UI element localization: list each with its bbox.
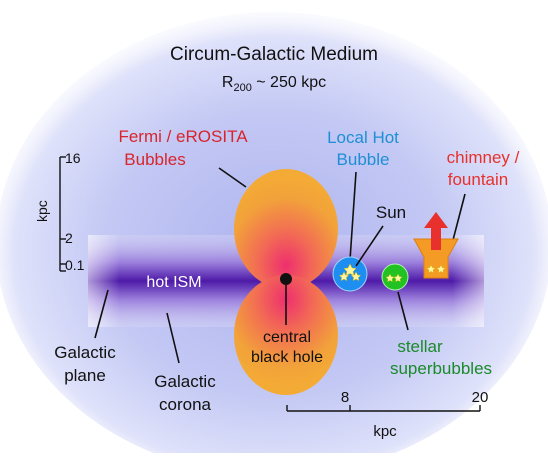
central-label-line2: black hole (251, 349, 323, 366)
stellar-label-line2: superbubbles (390, 359, 492, 378)
chimney-label-line1: chimney / (447, 148, 520, 167)
local-pointer (349, 171, 357, 261)
plane-label-line1: Galactic (54, 343, 116, 362)
fermi-bubble-lower (234, 275, 338, 395)
plane-pointer (94, 289, 109, 339)
hot-ism-label: hot ISM (146, 274, 201, 291)
central-label-line1: central (263, 329, 311, 346)
corona-label-line1: Galactic (154, 372, 216, 391)
arrow-up-icon (424, 212, 448, 250)
local-label-line2: Bubble (337, 150, 390, 169)
vertical-tick-0-1: 0.1 (65, 257, 85, 273)
horizontal-unit: kpc (373, 423, 397, 440)
local-hot-bubble (332, 256, 368, 292)
vertical-scale (59, 156, 66, 272)
vertical-tick-2: 2 (65, 230, 73, 246)
radius-label: R200 ~ 250 kpc (222, 74, 326, 94)
chimney-pointer (452, 193, 466, 241)
fermi-label-line1: Fermi / eROSITA (118, 127, 248, 146)
vertical-unit: kpc (34, 200, 50, 222)
vertical-tick-16: 16 (65, 150, 81, 166)
plane-label-line2: plane (64, 366, 106, 385)
horizontal-tick-20: 20 (472, 389, 489, 406)
fermi-pointer (218, 167, 247, 188)
star-icon (385, 273, 403, 283)
fermi-label-line2: Bubbles (124, 150, 185, 169)
horizontal-tick-8: 8 (341, 389, 349, 406)
chimney-label-line2: fountain (448, 170, 509, 189)
fermi-bubble-upper (234, 169, 338, 289)
chimney-shape (413, 238, 459, 279)
horizontal-scale (286, 405, 481, 412)
stellar-pointer (397, 291, 409, 331)
sun-label: Sun (376, 203, 406, 222)
central-black-hole (280, 273, 292, 285)
sun-pointer (355, 225, 384, 267)
diagram-title: Circum-Galactic Medium (170, 44, 378, 65)
stellar-label-line1: stellar (397, 337, 443, 356)
star-icon (426, 264, 446, 274)
local-label-line1: Local Hot (327, 128, 399, 147)
star-icon (338, 263, 362, 282)
corona-pointer (166, 312, 180, 364)
corona-label-line2: corona (159, 395, 212, 414)
